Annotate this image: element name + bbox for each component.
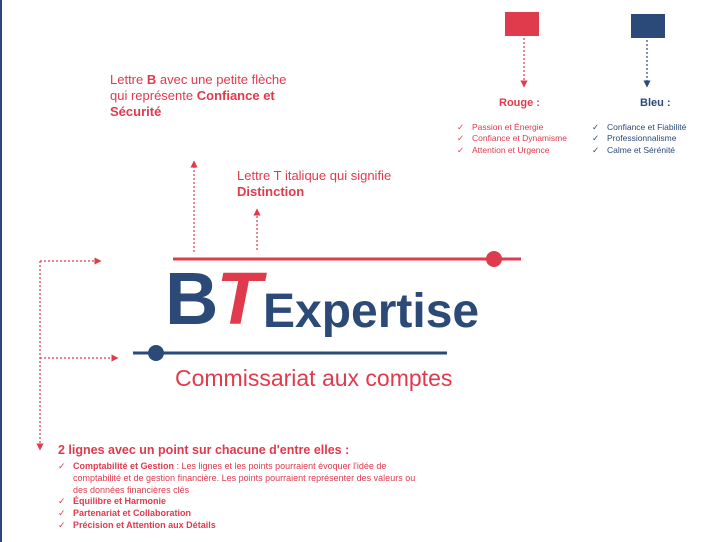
check-icon: ✓: [58, 496, 66, 507]
logo-letter-b: B: [165, 257, 218, 340]
blue-color-title: Bleu :: [640, 97, 671, 109]
red-color-title: Rouge :: [499, 97, 540, 109]
t-letter-note: Lettre T italique qui signifie Distincti…: [237, 168, 392, 199]
blue-meaning-list: ✓Confiance et Fiabilité ✓Professionnalis…: [592, 122, 686, 156]
check-icon: ✓: [58, 519, 66, 530]
b-letter-note: Lettre B avec une petite flèche qui repr…: [110, 72, 287, 119]
logo-top-dot: [486, 251, 502, 267]
list-item: ✓Passion et Énergie: [457, 122, 544, 132]
red-meaning-list: ✓Passion et Énergie ✓Confiance et Dynami…: [457, 122, 567, 156]
list-item: ✓Confiance et Dynamisme: [457, 133, 567, 144]
list-item: ✓Comptabilité et Gestion : Les lignes et…: [58, 461, 416, 495]
list-item: ✓Équilibre et Harmonie: [58, 496, 167, 507]
list-item: ✓Confiance et Fiabilité: [592, 122, 687, 132]
check-icon: ✓: [58, 461, 66, 471]
lines-explanation-title: 2 lignes avec un point sur chacune d'ent…: [58, 443, 350, 457]
page-edge-line: [0, 0, 2, 542]
list-item: ✓Attention et Urgence: [457, 144, 550, 155]
lines-explanation: 2 lignes avec un point sur chacune d'ent…: [58, 443, 418, 532]
list-item: ✓Partenariat et Collaboration: [58, 508, 192, 519]
red-color-swatch: [505, 12, 539, 36]
list-item: ✓Précision et Attention aux Détails: [58, 519, 216, 530]
logo-wordmark: Expertise: [263, 285, 480, 338]
check-icon: ✓: [457, 144, 465, 155]
check-icon: ✓: [58, 508, 66, 519]
list-item: ✓Professionnalisme: [592, 133, 677, 144]
check-icon: ✓: [457, 122, 465, 132]
check-icon: ✓: [457, 133, 465, 144]
logo-tagline: Commissariat aux comptes: [175, 365, 453, 391]
blue-color-swatch: [631, 14, 665, 38]
check-icon: ✓: [592, 122, 600, 132]
logo-bottom-dot: [148, 345, 164, 361]
logo-letter-t: T: [216, 257, 261, 340]
logo-monogram: BT: [165, 262, 262, 336]
check-icon: ✓: [592, 144, 600, 155]
lines-meaning-list: ✓Comptabilité et Gestion : Les lignes et…: [58, 461, 418, 532]
check-icon: ✓: [592, 133, 600, 144]
list-item: ✓Calme et Sérénité: [592, 144, 676, 155]
